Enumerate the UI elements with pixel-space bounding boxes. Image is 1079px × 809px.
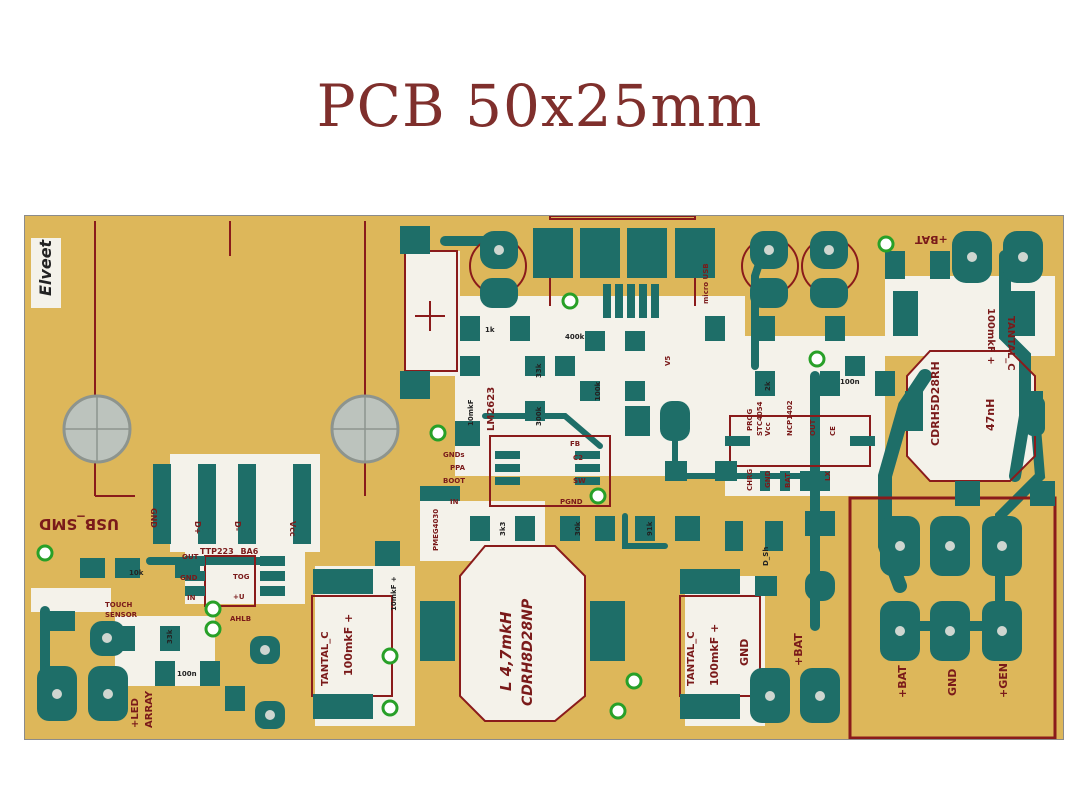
- smd-pads: [45, 226, 1055, 719]
- c10mkf-plus-label: 10mkF +: [390, 576, 398, 611]
- r3-3-label: 3k3: [499, 521, 507, 536]
- out-ic-label: OUT: [809, 419, 817, 436]
- pmeg-label: PMEG4030: [432, 508, 440, 551]
- lx-label: LX: [824, 471, 832, 481]
- ncp-label: NCP1402: [786, 400, 794, 436]
- chrg-label: CHRG: [746, 468, 754, 491]
- vias: [36, 235, 895, 720]
- ttp-tog-label: TOG: [233, 573, 250, 581]
- ahlb-label: AHLB: [230, 615, 252, 623]
- usb-gnd-label: GND: [149, 508, 158, 528]
- usb-smd-label: USB_SMD: [39, 515, 120, 533]
- pgnd-label: PGND: [560, 498, 583, 506]
- micro-usb-label: micro USB: [702, 263, 710, 304]
- gnd-pin-label: GNDs: [443, 451, 465, 459]
- bat-mid-label: +BAT: [792, 633, 805, 666]
- mount-holes: [62, 394, 400, 464]
- in-pin-label: IN: [450, 498, 459, 506]
- r400k-label: 400k: [565, 333, 585, 341]
- ttp-gnd-label: GND: [180, 574, 198, 582]
- inductor2-part-label: CDRH5D28RH: [929, 361, 942, 446]
- ttp-plus-u-label: +U: [233, 593, 245, 601]
- sensor-label: SENSOR: [105, 611, 138, 619]
- vcc-ic-label: Vcc: [764, 422, 772, 436]
- r300k-label: 300k: [535, 406, 543, 426]
- led-label: +LED: [130, 698, 141, 728]
- bat-top-label: +BAT: [915, 233, 948, 246]
- ce-label: CE: [829, 426, 837, 436]
- r10k-label: 10k: [129, 569, 144, 577]
- tantal1-label: TANTAL_C: [320, 631, 331, 686]
- c2-label: C2: [573, 454, 584, 462]
- cap1-label: 100mkF +: [342, 613, 355, 676]
- ttp-out-label: OUT: [182, 553, 199, 561]
- bat-ic-label: BAT: [784, 473, 792, 488]
- c33k-label: 33k: [166, 629, 174, 644]
- pcb-board: Elveet +BAT USB_SMD GND D+ D- Vcc micro …: [24, 215, 1064, 740]
- r91k-label: 91k: [646, 521, 654, 536]
- tantal3-label: TANTAL_C: [1005, 316, 1016, 371]
- inductor2-value-label: 47nH: [984, 398, 997, 431]
- usb-dminus-label: D-: [233, 521, 242, 532]
- boot-label: BOOT: [443, 477, 466, 485]
- r1k-label: 1k: [485, 326, 495, 334]
- ppa-label: PPA: [450, 464, 466, 472]
- gen-bottom-label: +GEN: [997, 663, 1010, 698]
- through-hole-pads: [37, 231, 1045, 729]
- r33k-label: 33k: [535, 363, 543, 378]
- stc-label: STC4054: [756, 401, 764, 436]
- gnd-mid-label: GND: [738, 638, 751, 666]
- cap2-label: 100mkF +: [708, 623, 721, 686]
- brand-label: Elveet: [36, 239, 55, 296]
- sw-label: SW: [573, 477, 586, 485]
- array-label: ARRAY: [144, 690, 155, 728]
- fb-label: FB: [570, 440, 581, 448]
- prog-label: PROG: [746, 408, 754, 431]
- ttp-label: TTP223_ BA6: [200, 547, 259, 556]
- ttp-in-label: IN: [187, 594, 196, 602]
- usb-vcc-label: Vcc: [288, 521, 297, 537]
- tantal2-label: TANTAL_C: [686, 631, 697, 686]
- r100k-label: 100k: [594, 381, 602, 401]
- c100n-label: 100n: [840, 378, 860, 386]
- lm-label: LM2623: [486, 386, 497, 431]
- usb-dplus-label: D+: [193, 521, 202, 535]
- r2k-label: 2k: [764, 381, 772, 391]
- bat-bottom-label: +BAT: [896, 665, 909, 698]
- page-title: PCB 50x25mm: [316, 72, 763, 140]
- gnd-bottom-label: GND: [946, 668, 959, 696]
- pcb-layout: [31, 216, 1057, 739]
- cap3-label: 100mkF +: [985, 308, 996, 365]
- c100n-b-label: 100n: [177, 670, 197, 678]
- gnd-ic-label: GND: [764, 470, 772, 488]
- v5-label: V5: [664, 355, 672, 366]
- touch-label: TOUCH: [105, 601, 133, 609]
- inductor-value-label: L 4,7mkH: [497, 611, 515, 691]
- d-sh-label: D_Sh: [762, 546, 770, 566]
- inductor-part-label: CDRH8D28NP: [520, 598, 536, 706]
- r30k-label: 30k: [574, 521, 582, 536]
- c10mkf-label: 10mkF: [467, 399, 475, 426]
